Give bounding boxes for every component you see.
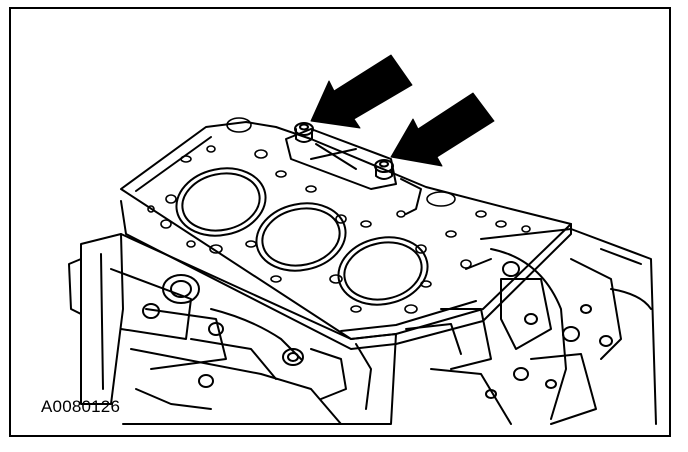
lower-block [68, 233, 397, 425]
arrow-1 [310, 54, 413, 129]
cylinder-bore-3 [337, 236, 429, 306]
figure-frame: A0080126 [9, 7, 671, 437]
bolt-1 [294, 122, 314, 143]
cylinder-bores [175, 167, 429, 306]
right-components [405, 228, 657, 425]
arrow-2 [390, 92, 495, 167]
bolt-2 [374, 159, 394, 180]
block-fittings [142, 261, 613, 399]
cylinder-bore-2 [255, 202, 347, 272]
cylinder-head-deck [120, 121, 572, 350]
deck-passages [147, 117, 531, 314]
pointer-arrows [310, 54, 495, 167]
figure-id-label: A0080126 [41, 397, 121, 416]
bolts [294, 122, 394, 180]
cylinder-bore-1 [175, 167, 267, 237]
engine-block-illustration [68, 54, 657, 425]
